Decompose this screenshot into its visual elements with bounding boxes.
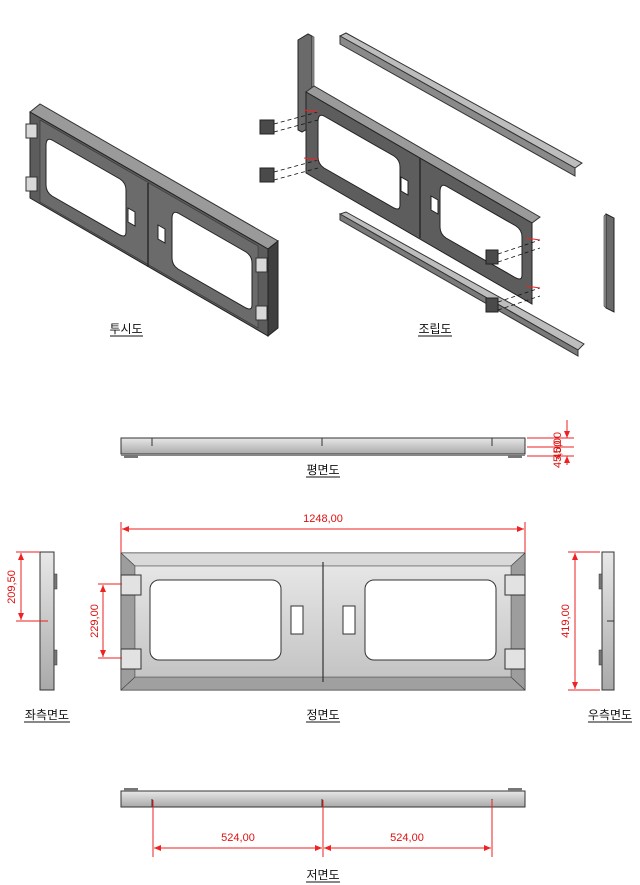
label-perspective: 투시도 xyxy=(109,322,142,336)
right-side-dimensions xyxy=(568,551,600,691)
label-assembly: 조립도 xyxy=(418,322,451,336)
perspective-view xyxy=(25,103,279,338)
dim-right-height: 419,00 xyxy=(560,604,572,638)
dim-bottom-span-left: 524,00 xyxy=(221,832,255,844)
front-view-dimensions xyxy=(98,522,526,659)
top-view-dimensions xyxy=(527,420,574,465)
dim-front-width: 1248,00 xyxy=(303,513,343,525)
label-top: 평면도 xyxy=(306,463,339,477)
label-front: 정면도 xyxy=(306,708,339,722)
dim-bottom-span-right: 524,00 xyxy=(390,832,424,844)
right-side-view xyxy=(598,551,615,691)
dim-top-depth-a: 45,00 xyxy=(552,432,564,460)
label-left-side: 좌측면도 xyxy=(25,708,69,722)
assembly-view xyxy=(259,32,615,357)
label-right-side: 우측면도 xyxy=(588,708,632,722)
bottom-view xyxy=(120,788,526,808)
left-side-dimensions xyxy=(16,551,48,622)
dim-top-depth-b: 45,00 xyxy=(552,440,564,468)
front-view xyxy=(120,552,526,691)
top-view xyxy=(120,437,526,458)
dim-left-height: 209,50 xyxy=(6,570,18,604)
bottom-view-dimensions xyxy=(152,800,493,857)
label-bottom: 저면도 xyxy=(306,868,339,882)
dim-front-hole-spacing: 229,00 xyxy=(89,604,101,638)
